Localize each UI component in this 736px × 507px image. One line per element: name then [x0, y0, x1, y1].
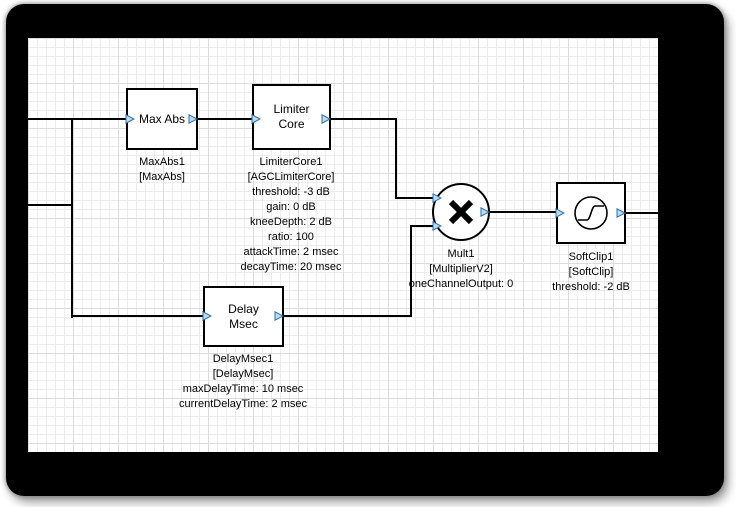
wire-input-stub[interactable] — [28, 204, 73, 206]
input-pin[interactable] — [432, 193, 442, 203]
wire-limiter-out-v[interactable] — [395, 118, 397, 199]
module-type: [MaxAbs] — [139, 171, 185, 183]
param-currentdelaytime: currentDelayTime: 2 msec — [179, 398, 307, 410]
schematic-canvas[interactable]: Max Abs MaxAbs1 [MaxAbs] Limiter Core Li… — [28, 38, 658, 452]
param-onechanneloutput: oneChannelOutput: 0 — [408, 278, 514, 290]
wire-input-branch[interactable] — [71, 118, 73, 318]
block-maxabs-title: Max Abs — [138, 111, 186, 126]
wire-limiter-out-h2[interactable] — [395, 197, 436, 199]
param-maxdelaytime: maxDelayTime: 10 msec — [182, 383, 304, 395]
softclip-curve-icon — [574, 196, 608, 230]
output-pin[interactable] — [480, 207, 490, 217]
module-type: [DelayMsec] — [212, 368, 274, 380]
param-ratio: ratio: 100 — [268, 231, 314, 243]
wire-input-to-delay[interactable] — [71, 315, 203, 317]
instance-name: Mult1 — [447, 248, 475, 260]
block-multiplier-caption: Mult1 [MultiplierV2] oneChannelOutput: 0 — [409, 247, 514, 292]
param-attacktime: attackTime: 2 msec — [243, 246, 339, 258]
instance-name: SoftClip1 — [568, 251, 614, 263]
block-delay-title-line2: Msec — [229, 316, 258, 331]
param-threshold: threshold: -2 dB — [552, 281, 630, 293]
block-delay-msec[interactable]: Delay Msec — [203, 286, 284, 347]
wire-input-to-maxabs[interactable] — [28, 118, 126, 120]
param-kneedepth: kneeDepth: 2 dB — [250, 216, 332, 228]
output-pin[interactable] — [188, 114, 198, 124]
input-pin[interactable] — [202, 311, 212, 321]
block-limiter-caption: LimiterCore1 [AGCLimiterCore] threshold:… — [240, 155, 341, 275]
param-gain: gain: 0 dB — [266, 201, 316, 213]
block-limiter-title-line2: Core — [278, 117, 305, 131]
wire-softclip-to-output[interactable] — [626, 212, 658, 214]
output-pin[interactable] — [274, 311, 284, 321]
block-limiter-core[interactable]: Limiter Core — [252, 84, 331, 150]
wire-mult-to-softclip[interactable] — [490, 211, 556, 213]
input-pin[interactable] — [251, 114, 261, 124]
block-limiter-title-line1: Limiter — [273, 102, 310, 116]
wire-maxabs-to-limiter[interactable] — [198, 118, 252, 120]
wire-delay-out-h2[interactable] — [410, 225, 436, 227]
module-type: [SoftClip] — [568, 266, 614, 278]
wire-limiter-out-h1[interactable] — [331, 118, 397, 120]
module-type: [MultiplierV2] — [429, 263, 493, 275]
param-decaytime: decayTime: 20 msec — [240, 261, 342, 273]
window-frame: Max Abs MaxAbs1 [MaxAbs] Limiter Core Li… — [6, 4, 724, 496]
output-pin[interactable] — [616, 208, 626, 218]
block-maxabs[interactable]: Max Abs — [126, 88, 198, 150]
input-pin[interactable] — [555, 208, 565, 218]
block-delay-caption: DelayMsec1 [DelayMsec] maxDelayTime: 10 … — [179, 352, 307, 412]
instance-name: LimiterCore1 — [259, 156, 323, 168]
input-pin[interactable] — [125, 114, 135, 124]
input-pin[interactable] — [432, 221, 442, 231]
output-pin[interactable] — [321, 114, 331, 124]
block-delay-title-line1: Delay — [228, 301, 259, 316]
module-type: [AGCLimiterCore] — [247, 171, 335, 183]
block-maxabs-caption: MaxAbs1 [MaxAbs] — [139, 155, 185, 185]
instance-name: MaxAbs1 — [139, 156, 185, 168]
instance-name: DelayMsec1 — [212, 353, 274, 365]
wire-delay-out-h1[interactable] — [284, 315, 412, 317]
block-softclip-caption: SoftClip1 [SoftClip] threshold: -2 dB — [552, 250, 630, 295]
wire-delay-out-v[interactable] — [410, 225, 412, 317]
param-threshold: threshold: -3 dB — [252, 186, 330, 198]
multiply-icon — [448, 199, 474, 225]
